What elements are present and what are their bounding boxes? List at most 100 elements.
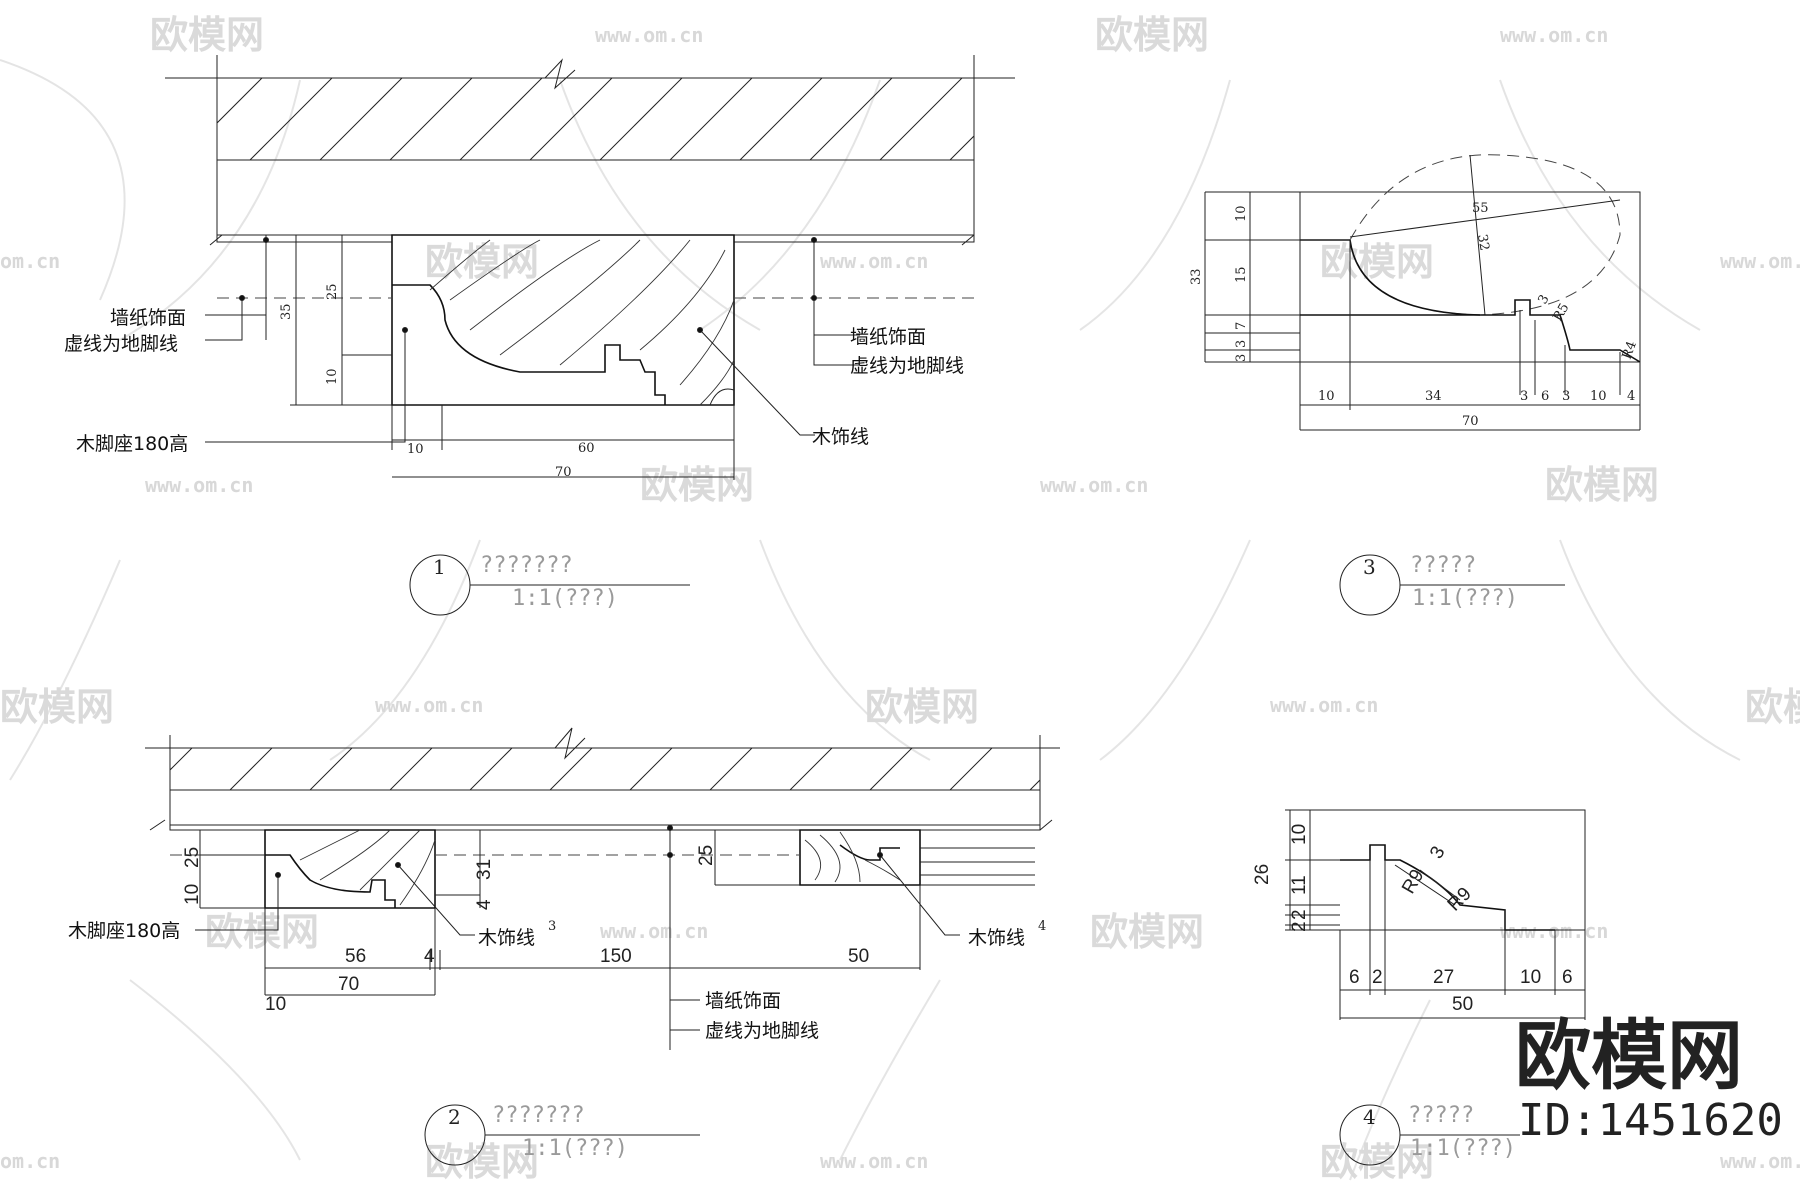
watermark-url: om.cn <box>0 1149 60 1173</box>
dim-3: 3 <box>1426 843 1449 863</box>
detail-3: 33 10 15 7 3 3 10 34 3 6 3 10 4 70 55 32… <box>1189 154 1641 616</box>
watermark-brand: 欧模网 <box>640 463 754 507</box>
detail-title-1: 1 ??????? 1:1(???) <box>409 553 690 616</box>
dim-15: 15 <box>1234 266 1249 283</box>
wood-molding-profile-3 <box>799 829 1035 886</box>
watermark-brand: 欧模网 <box>150 13 264 57</box>
detail-title: ????? <box>1408 1103 1474 1128</box>
dim-25: 25 <box>696 845 717 866</box>
detail-scale: 1:1(???) <box>512 586 618 611</box>
dim-33: 33 <box>1189 268 1204 285</box>
dim-35: 35 <box>279 303 294 320</box>
watermark-brand: 欧模网 <box>865 685 979 729</box>
label-wood-base: 木脚座180高 <box>76 433 188 455</box>
dim-31: 31 <box>474 859 495 880</box>
detail-title: ????? <box>1410 553 1476 578</box>
dim-3: 3 <box>1234 340 1249 348</box>
watermark-url: om.cn <box>0 249 60 273</box>
dim-70: 70 <box>1462 414 1479 429</box>
label-wood-molding: 木饰线 <box>812 426 869 448</box>
detail-title: ??????? <box>492 1103 585 1128</box>
dim-7: 7 <box>1234 322 1249 330</box>
dim-r4: R4 <box>1620 339 1640 361</box>
dim-26: 26 <box>1252 864 1273 885</box>
dim-11: 11 <box>1289 875 1310 895</box>
label-dashed-baseboard: 虚线为地脚线 <box>705 1020 819 1042</box>
dim-10: 10 <box>1520 967 1541 988</box>
wood-molding-profile-2 <box>264 829 436 909</box>
dim-50: 50 <box>848 946 869 967</box>
watermark-brand: 欧模网 <box>425 240 539 284</box>
watermark-brand: 欧模网 <box>1090 910 1204 954</box>
dim-4: 4 <box>1627 389 1635 404</box>
watermark-url: www.om.cn <box>1500 23 1608 47</box>
detail-title-3: 3 ????? 1:1(???) <box>1339 553 1565 616</box>
dim-70: 70 <box>338 974 359 995</box>
dim-10: 10 <box>1318 389 1335 404</box>
dim-r5: R5 <box>1550 301 1572 324</box>
dim-50: 50 <box>1452 994 1473 1015</box>
dim-6: 6 <box>1562 967 1573 988</box>
ref-4: 4 <box>1038 919 1046 934</box>
detail-number: 3 <box>1363 555 1376 579</box>
watermark-url: www.om.cn <box>595 23 703 47</box>
label-wallpaper: 墙纸饰面 <box>705 990 781 1012</box>
dim-10: 10 <box>1289 824 1310 845</box>
detail-1: 35 25 10 10 60 70 墙纸饰面 虚线为地脚线 木脚座180高 墙纸… <box>64 55 1015 616</box>
wall-masonry <box>169 747 1041 791</box>
dim-27: 27 <box>1433 967 1454 988</box>
watermark-url: www.om.cn <box>820 1149 928 1173</box>
watermark-url: www.om.cn <box>1500 919 1608 943</box>
label-wallpaper-right: 墙纸饰面 <box>850 326 926 348</box>
brand-logo-text: 欧模网 <box>1515 1011 1743 1100</box>
watermark-url: www.om.cn <box>375 693 483 717</box>
watermark-url: www.om.cn <box>600 919 708 943</box>
dim-25: 25 <box>182 847 203 868</box>
detail-2: 25 10 31 4 25 56 4 150 50 70 10 木脚座180高 … <box>68 727 1060 1166</box>
dim-2: 2 <box>1289 921 1310 932</box>
dim-10: 10 <box>265 994 286 1015</box>
watermark-url: www.om.cn <box>145 473 253 497</box>
detail-title-2: 2 ??????? 1:1(???) <box>424 1103 700 1166</box>
watermark-brand: 欧模网 <box>0 685 114 729</box>
leader-lines <box>205 237 860 443</box>
dim-3-slope: 3 <box>1535 292 1552 307</box>
watermark-brand: 欧模网 <box>1320 1140 1434 1184</box>
dim-r9: R9 <box>1444 884 1476 916</box>
dim-10: 10 <box>1234 205 1249 222</box>
detail-number: 4 <box>1363 1105 1376 1129</box>
plaster-layer <box>169 789 1041 826</box>
detail-scale: 1:1(???) <box>1410 1136 1516 1161</box>
watermark-url: www.om.cn <box>1720 249 1800 273</box>
label-dashed-baseboard: 虚线为地脚线 <box>64 333 178 355</box>
dim-60: 60 <box>578 441 595 456</box>
detail-scale: 1:1(???) <box>1412 586 1518 611</box>
brand-overlay: 欧模网 ID:1451620 <box>1515 1011 1783 1146</box>
watermark-brand: 欧模网 <box>1320 240 1434 284</box>
dim-10-bottom: 10 <box>407 442 424 457</box>
watermark-url: www.om.cn <box>1720 1149 1800 1173</box>
watermark-url: www.om.cn <box>1270 693 1378 717</box>
leader-lines <box>195 825 960 1050</box>
dim-4: 4 <box>424 946 435 967</box>
watermark-brand: 欧模网 <box>1745 685 1800 729</box>
break-symbol <box>544 58 576 90</box>
detail-number: 2 <box>448 1105 461 1129</box>
watermark-layer: 欧模网 www.om.cn 欧模网 www.om.cn om.cn 欧模网 ww… <box>0 13 1800 1184</box>
dim-32: 32 <box>1474 233 1492 252</box>
wallpaper-strip <box>733 234 975 243</box>
wallpaper-strip <box>169 824 1041 831</box>
dim-10: 10 <box>1590 389 1607 404</box>
dim-34: 34 <box>1425 389 1442 404</box>
watermark-url: www.om.cn <box>820 249 928 273</box>
label-dashed-baseboard-right: 虚线为地脚线 <box>850 355 964 377</box>
detail-number: 1 <box>433 555 446 579</box>
break-symbol <box>554 727 586 760</box>
label-wood-molding: 木饰线 <box>968 927 1025 949</box>
watermark-url: www.om.cn <box>1040 473 1148 497</box>
profile-curve <box>1349 239 1481 316</box>
dim-6: 6 <box>1349 967 1360 988</box>
dim-4: 4 <box>474 899 495 910</box>
watermark-brand: 欧模网 <box>1545 463 1659 507</box>
